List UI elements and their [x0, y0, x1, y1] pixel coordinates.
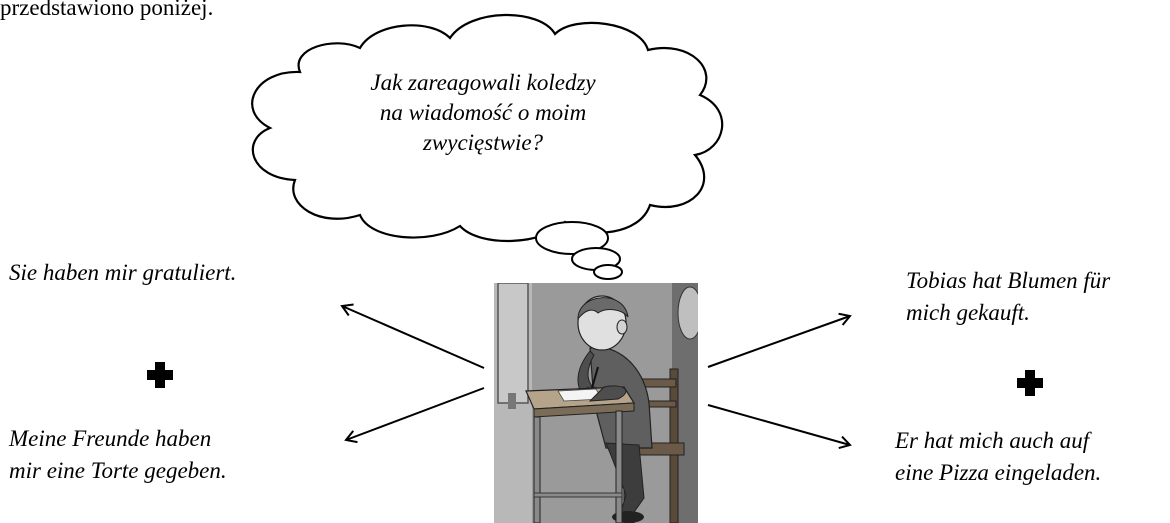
- thought-text: Jak zareagowali koledzy na wiadomość o m…: [318, 68, 648, 158]
- thought-line-3: zwycięstwie?: [422, 130, 544, 155]
- thought-bubble-small: [593, 264, 623, 280]
- right-sentence-2-line-2: eine Pizza eingeladen.: [895, 460, 1102, 485]
- right-sentence-2: Er hat mich auch auf eine Pizza eingelad…: [895, 425, 1101, 489]
- boy-writing-image: [494, 283, 698, 523]
- right-sentence-2-line-1: Er hat mich auch auf: [895, 428, 1090, 453]
- left-sentence-2: Meine Freunde haben mir eine Torte gegeb…: [9, 423, 227, 487]
- left-sentence-2-line-1: Meine Freunde haben: [9, 426, 212, 451]
- thought-cloud: [251, 13, 724, 242]
- plus-icon: [1017, 370, 1043, 396]
- arrow-right-top: [707, 312, 852, 368]
- left-sentence-1: Sie haben mir gratuliert.: [9, 260, 237, 285]
- plus-icon: [147, 362, 173, 388]
- illustration-boy-at-desk: [494, 283, 698, 523]
- right-sentence-1-line-1: Tobias hat Blumen für: [906, 268, 1111, 293]
- right-sentence-1-line-2: mich gekauft.: [906, 300, 1030, 325]
- arrow-left-top: [340, 303, 485, 369]
- arrow-left-bottom: [344, 387, 485, 444]
- intro-text: przedstawiono poniżej.: [0, 0, 214, 20]
- right-sentence-1: Tobias hat Blumen für mich gekauft.: [906, 265, 1110, 329]
- thought-line-2: na wiadomość o moim: [379, 100, 587, 125]
- arrow-right-bottom: [707, 404, 852, 450]
- thought-bubble-large: [535, 221, 609, 255]
- left-sentence-2-line-2: mir eine Torte gegeben.: [9, 458, 227, 483]
- thought-line-1: Jak zareagowali koledzy: [370, 70, 596, 95]
